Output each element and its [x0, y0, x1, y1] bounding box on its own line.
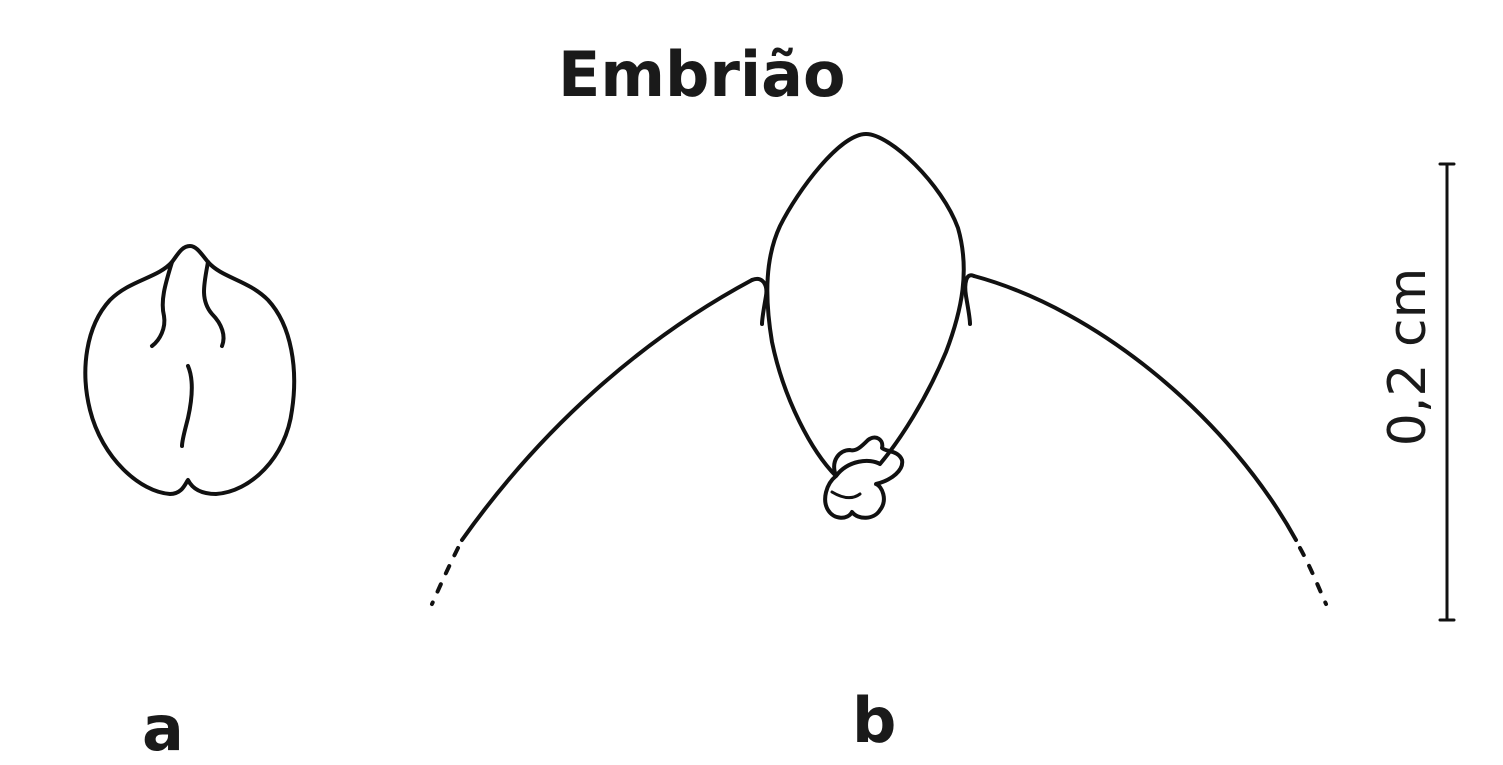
embryo-a-axis-line — [180, 364, 194, 448]
figure-title: Embrião — [558, 38, 846, 111]
seed-arc-right-dashed — [1298, 546, 1328, 606]
panel-label-a: a — [142, 692, 184, 765]
panel-label-b: b — [852, 684, 897, 757]
seed-arc-right — [972, 274, 1298, 542]
scale-bar — [1438, 162, 1456, 622]
embryo-b-radicle-detail — [830, 490, 862, 500]
seed-arc-left — [460, 278, 754, 542]
embryo-b-body — [765, 132, 966, 478]
embryo-b-radicle — [823, 435, 905, 520]
seed-arc-left-hook — [750, 277, 769, 326]
seed-arc-right-hook — [963, 273, 976, 326]
seed-arc-left-dashed — [430, 546, 460, 606]
embryo-b-drawing — [430, 132, 1328, 606]
embryo-a-right-cotyledon-line — [202, 260, 226, 348]
embryo-a-drawing — [83, 244, 297, 496]
scale-bar-label: 0,2 cm — [1378, 267, 1438, 447]
embryo-a-left-cotyledon-line — [150, 260, 174, 348]
